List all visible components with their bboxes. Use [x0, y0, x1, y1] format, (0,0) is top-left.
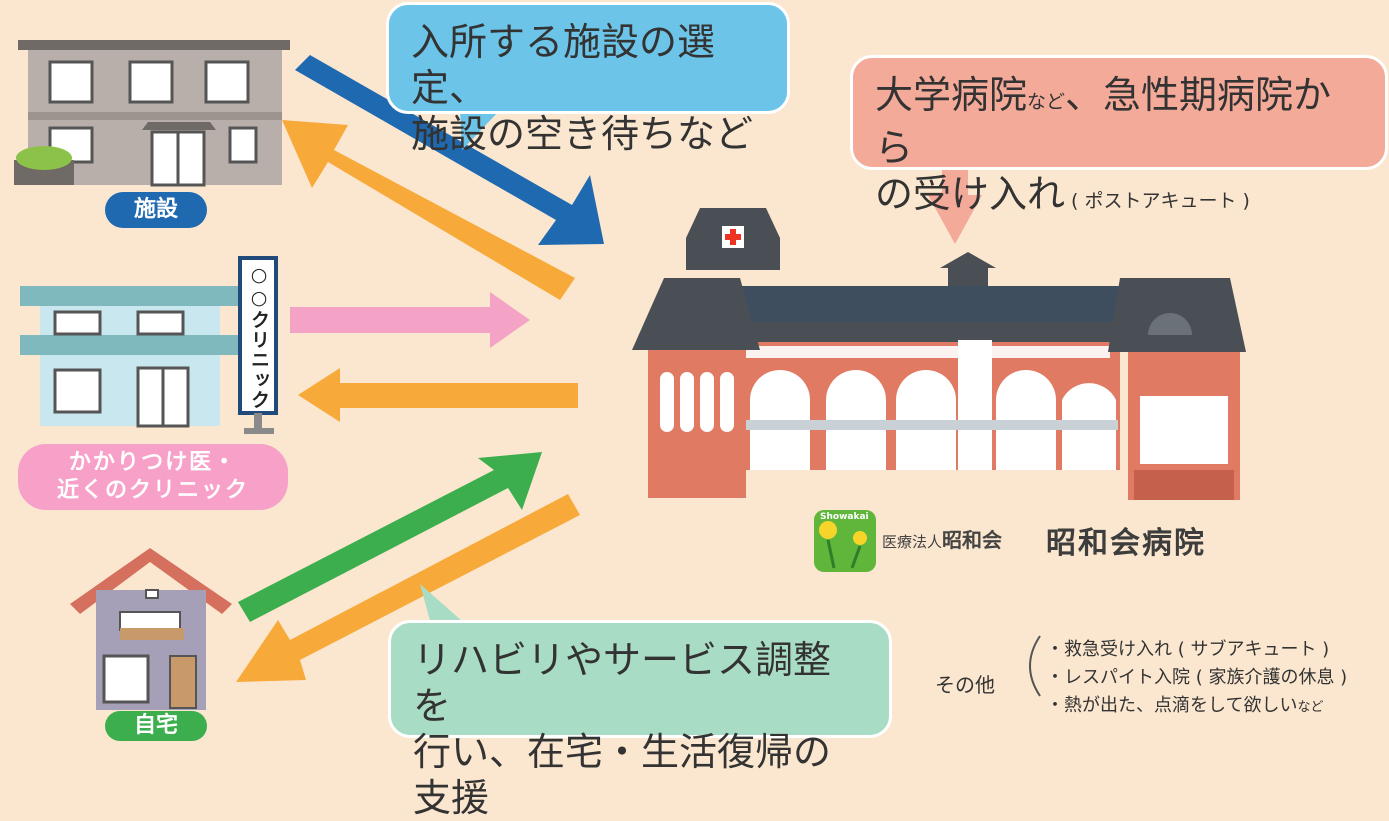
acute-accept-text: の受け入れ — [875, 172, 1066, 216]
clinic-label-line1: かかりつけ医・ — [68, 450, 238, 475]
clinic-label: かかりつけ医・ 近くのクリニック — [18, 444, 288, 510]
others-item-text: ・レスパイト入院 ( 家族介護の休息 ) — [1046, 667, 1348, 688]
clinic-sign: ○○クリニック — [248, 264, 270, 410]
arrow-hospital-to-facility — [282, 120, 575, 300]
hospital-name: 昭和会病院 — [1046, 526, 1206, 561]
bubble-tail-green — [420, 584, 470, 628]
facility-label: 施設 — [105, 192, 207, 228]
facility-building — [14, 40, 290, 187]
diagram-canvas — [14, 40, 1246, 710]
arrow-clinic-to-hospital — [290, 292, 530, 348]
bubble-facility-selection: 入所する施設の選定、 施設の空き待ちなど — [386, 2, 790, 156]
pink-down-arrow — [928, 168, 982, 244]
acute-etc-text: など — [1027, 91, 1066, 113]
bubble-acute-line2: の受け入れ ( ポストアキュート ) — [875, 171, 1363, 224]
clinic-label-line2: 近くのクリニック — [56, 478, 249, 503]
others-bracket — [1029, 635, 1041, 697]
bubble-facility-line1: 入所する施設の選定、 — [411, 20, 716, 110]
showakai-logo-icon — [814, 510, 876, 572]
arrow-facility-to-hospital — [295, 55, 604, 245]
others-label: その他 — [935, 673, 995, 697]
others-item-text: ・救急受け入れ ( サブアキュート ) — [1046, 639, 1330, 660]
corp-name: 医療法人昭和会 — [882, 524, 1002, 553]
bubble-rehab-line2: 行い、在宅・生活復帰の支援 — [413, 730, 832, 820]
acute-hospital-text: 大学病院 — [875, 73, 1028, 117]
arrow-home-to-hospital — [238, 452, 542, 622]
others-item: ・熱が出た、点滴をして欲しいなど — [1046, 692, 1347, 722]
bubble-acute-care: 大学病院など、急性期病院から の受け入れ ( ポストアキュート ) — [850, 55, 1388, 216]
bubble-rehab-line1: リハビリやサービス調整を — [413, 638, 832, 728]
arrow-hospital-to-home — [236, 494, 580, 682]
others-list: ・救急受け入れ ( サブアキュート ) ・レスパイト入院 ( 家族介護の休息 )… — [1046, 636, 1347, 722]
bubble-tail-blue — [460, 110, 500, 150]
home-label: 自宅 — [105, 711, 207, 741]
others-item-etc: など — [1297, 700, 1324, 715]
logo-wordmark: Showakai — [820, 512, 869, 522]
arrow-hospital-to-clinic — [298, 368, 578, 422]
bubble-facility-line2: 施設の空き待ちなど — [411, 112, 754, 156]
others-item-text: ・熱が出た、点滴をして欲しい — [1046, 695, 1298, 716]
acute-rest-text: 、急性期病院から — [875, 73, 1332, 170]
corp-prefix: 医療法人 — [882, 533, 943, 551]
bubble-acute-line1: 大学病院など、急性期病院から — [875, 72, 1363, 171]
bubble-rehab-support: リハビリやサービス調整を 行い、在宅・生活復帰の支援 — [388, 620, 892, 820]
post-acute-text: ( ポストアキュート ) — [1065, 190, 1250, 212]
home-building — [70, 548, 232, 710]
corp-name-bold: 昭和会 — [942, 528, 1003, 552]
clinic-building — [20, 256, 278, 434]
others-item: ・レスパイト入院 ( 家族介護の休息 ) — [1046, 664, 1347, 692]
others-item: ・救急受け入れ ( サブアキュート ) — [1046, 636, 1347, 664]
hospital-building — [632, 208, 1246, 500]
